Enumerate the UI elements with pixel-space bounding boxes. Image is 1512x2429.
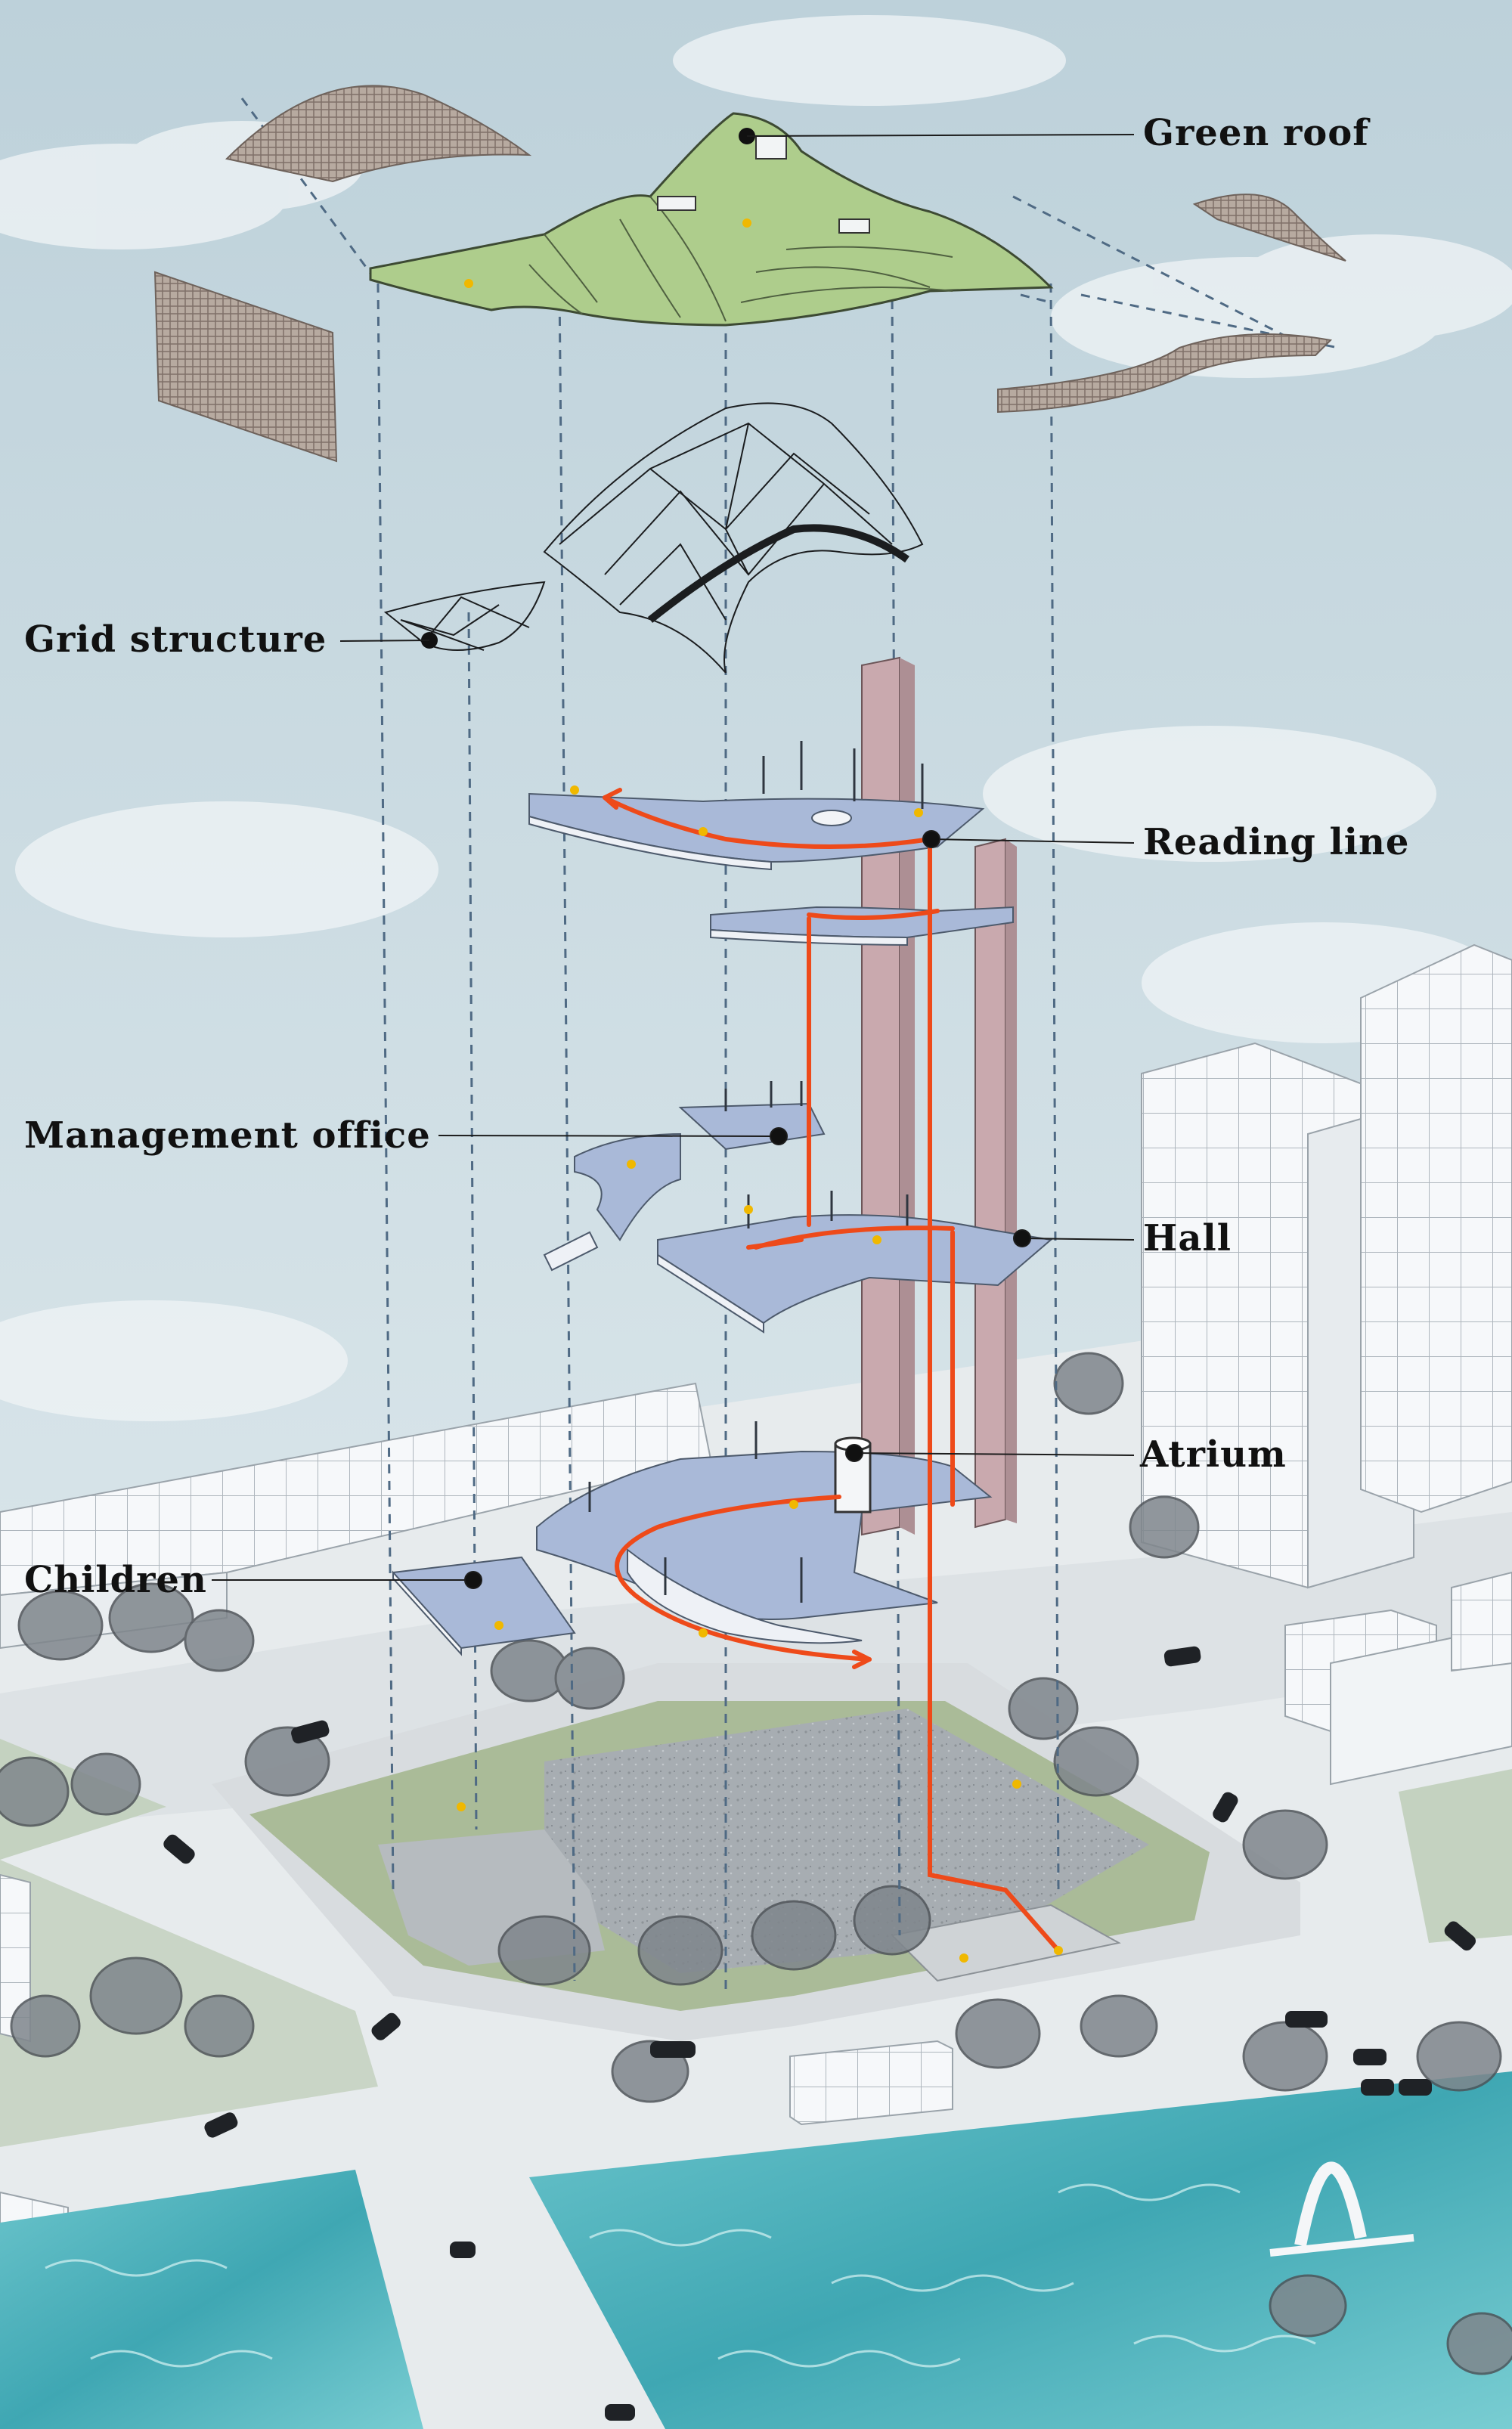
label-children: Children (24, 1559, 207, 1601)
facade-screens (153, 85, 1346, 463)
floor-slabs (391, 792, 1053, 1656)
people-figures (457, 218, 1063, 1963)
grid-structure (383, 402, 924, 674)
green-roof (369, 112, 1054, 327)
label-management-office: Management office (24, 1114, 431, 1157)
columns (588, 741, 924, 1603)
label-hall: Hall (1143, 1217, 1232, 1259)
river-water (0, 2071, 1512, 2429)
tower-cores (861, 656, 1017, 1536)
label-grid-structure: Grid structure (24, 618, 327, 661)
label-green-roof: Green roof (1143, 112, 1369, 154)
label-atrium: Atrium (1140, 1433, 1287, 1476)
trees (0, 1352, 1512, 2375)
leader-lines (212, 134, 1135, 1589)
cars (163, 1646, 1476, 2421)
reading-line-path (603, 788, 1061, 1953)
label-reading-line: Reading line (1143, 821, 1410, 863)
site-block (212, 1663, 1300, 2041)
